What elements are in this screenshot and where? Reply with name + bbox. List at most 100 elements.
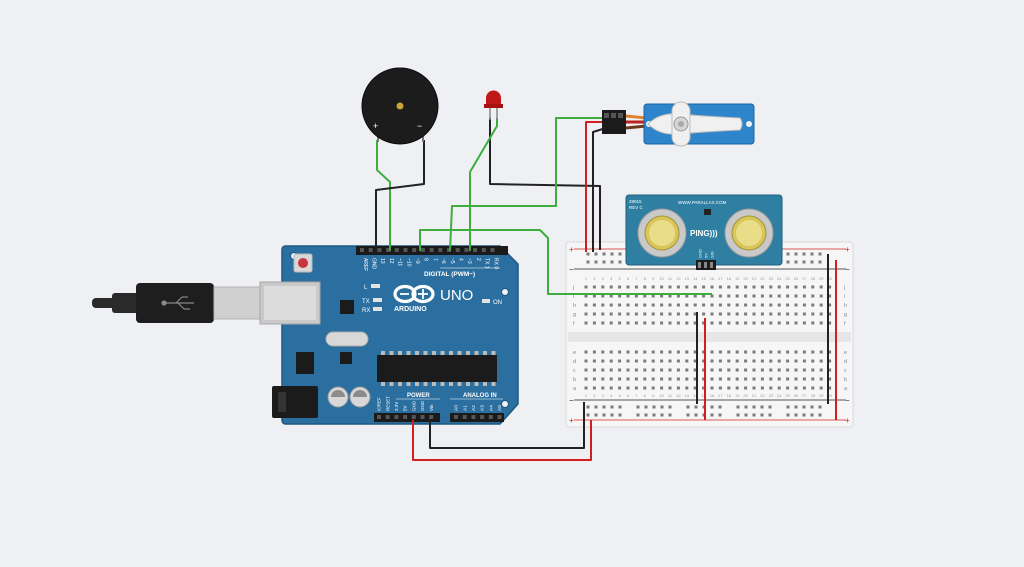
digital-pin-label: GND	[371, 258, 377, 270]
header-pin[interactable]	[480, 415, 485, 419]
wire-buzzer-plus[interactable]	[376, 140, 391, 251]
power-label: POWER	[407, 393, 430, 399]
header-pin[interactable]	[420, 248, 425, 252]
row-letter: h	[573, 303, 576, 309]
column-number: 19	[735, 393, 740, 398]
ping-ultrasonic-sensor[interactable]: 28015 REV C WWW.PARALLAX.COM PING))) GND…	[625, 194, 783, 270]
header-pin[interactable]	[438, 248, 443, 252]
wire-servo-ground[interactable]	[592, 127, 607, 252]
digital-pin-label: ~6	[440, 258, 446, 264]
column-number: 30	[827, 276, 832, 281]
column-number: 14	[693, 276, 698, 281]
header-pin[interactable]	[488, 415, 493, 419]
row-letter: c	[573, 368, 576, 374]
header-pin[interactable]	[403, 415, 408, 419]
column-number: 26	[794, 276, 799, 281]
column-number: 6	[627, 276, 630, 281]
column-number: 2	[593, 393, 596, 398]
wire-servo-signal[interactable]	[449, 117, 603, 252]
rx-led	[373, 307, 382, 311]
piezo-buzzer[interactable]: + −	[361, 67, 439, 145]
column-number: 9	[652, 393, 655, 398]
digital-pin-label: 8	[423, 258, 429, 261]
header-pin[interactable]	[473, 248, 478, 252]
header-pin[interactable]	[447, 248, 451, 252]
header-pin[interactable]	[386, 248, 391, 252]
header-pin[interactable]	[455, 248, 460, 252]
column-number: 10	[659, 393, 664, 398]
power-pin-label: 3.3V	[394, 402, 399, 411]
header-pin[interactable]	[462, 415, 467, 419]
breadboard-column-numbers: 1122334455667788991010111112121313141415…	[585, 276, 833, 398]
column-number: 16	[710, 276, 715, 281]
header-pin[interactable]	[481, 248, 486, 252]
red-led[interactable]	[484, 90, 503, 120]
column-number: 9	[652, 276, 655, 281]
digital-pin-label: ~10	[405, 258, 411, 267]
column-number: 20	[743, 276, 748, 281]
column-number: 6	[627, 393, 630, 398]
power-pin-label: RESET	[385, 396, 390, 411]
header-pin[interactable]	[490, 248, 495, 252]
atmega-chip	[377, 355, 497, 382]
header-pin[interactable]	[429, 248, 434, 252]
header-pin[interactable]	[429, 415, 434, 419]
wire-servo-power[interactable]	[585, 121, 606, 252]
l-led	[371, 284, 380, 288]
column-number: 10	[659, 276, 664, 281]
column-number: 15	[701, 393, 706, 398]
row-letter: b	[844, 377, 847, 383]
digital-header[interactable]	[360, 248, 495, 252]
ping-model-line2: REV C	[629, 205, 644, 210]
servo-motor[interactable]	[602, 101, 755, 147]
power-analog-header[interactable]	[377, 415, 502, 419]
header-pin[interactable]	[454, 415, 458, 419]
header-pin[interactable]	[377, 415, 381, 419]
column-number: 8	[644, 276, 647, 281]
header-pin[interactable]	[412, 248, 417, 252]
ping-name: PING)))	[690, 229, 718, 238]
usb-cable[interactable]	[92, 283, 261, 323]
column-number: 23	[769, 276, 774, 281]
column-number: 25	[785, 276, 790, 281]
digital-pin-label: ~5	[449, 258, 455, 264]
header-pin[interactable]	[394, 415, 399, 419]
power-pin-label: GND	[420, 400, 425, 411]
column-number: 27	[802, 393, 807, 398]
breadboard-plus-label-tl: +	[569, 245, 574, 254]
header-pin[interactable]	[377, 248, 382, 252]
wire-gnd[interactable]	[429, 402, 585, 449]
header-pin[interactable]	[403, 248, 408, 252]
column-number: 21	[752, 276, 757, 281]
power-pin-label: 5V	[403, 405, 408, 411]
wire-buzzer-minus[interactable]	[375, 140, 425, 251]
wire-led-cathode[interactable]	[489, 118, 601, 250]
row-letter: a	[844, 386, 848, 392]
breadboard-minus-label-tr: −	[845, 265, 850, 274]
wire-ping-signal[interactable]	[419, 229, 712, 295]
ping-model-line1: 28015	[629, 199, 642, 204]
header-pin[interactable]	[411, 415, 416, 419]
usb-icon	[161, 296, 194, 310]
ping-pin-label: SIG	[709, 251, 714, 258]
header-pin[interactable]	[471, 415, 476, 419]
power-pin-label: GND	[411, 400, 416, 411]
row-letter: c	[844, 368, 847, 374]
digital-pin-label: ~3	[466, 258, 472, 264]
wire-5v[interactable]	[412, 420, 592, 461]
header-pin[interactable]	[420, 415, 425, 419]
wire-led-anode[interactable]	[469, 118, 498, 251]
breadboard-minus-label-bl: −	[569, 396, 574, 405]
header-pin[interactable]	[464, 248, 469, 252]
header-pin[interactable]	[394, 248, 399, 252]
digital-pin-label: 4	[458, 258, 464, 261]
header-pin[interactable]	[360, 248, 364, 252]
row-letter: d	[844, 359, 847, 365]
header-pin[interactable]	[368, 248, 373, 252]
header-pin[interactable]	[385, 415, 390, 419]
header-pin[interactable]	[497, 415, 502, 419]
